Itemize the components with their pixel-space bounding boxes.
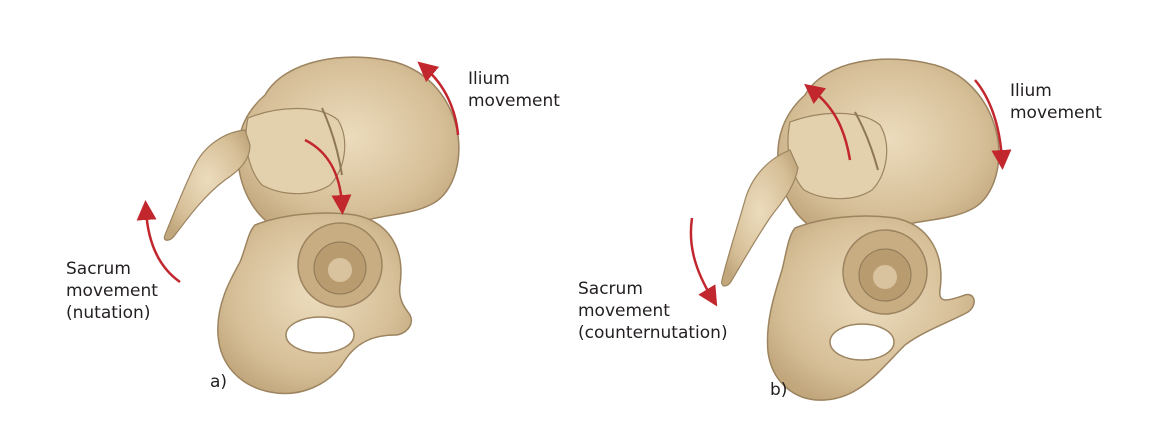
- sacroiliac-joint-b: [854, 111, 879, 171]
- sacrum-arrow-b: [689, 217, 718, 307]
- sacrum-arrow-a: [136, 200, 181, 284]
- sacrum-label-b: Sacrum movement (counternutation): [578, 279, 728, 343]
- ilium-arrow-a: [417, 61, 460, 136]
- pelvis-b: [689, 58, 1012, 401]
- pelvis-a: [136, 56, 460, 395]
- coccyx-a: [163, 129, 251, 241]
- sacroiliac-joint-a: [321, 107, 343, 176]
- obturator-foramen-a: [285, 316, 355, 354]
- ilium-label-b: Ilium movement: [1010, 81, 1102, 123]
- joint-arrow-b: [804, 83, 852, 161]
- sacrum-label-a: Sacrum movement (nutation): [66, 259, 158, 323]
- sacrum-b: [787, 112, 888, 200]
- coccyx-b: [721, 149, 799, 287]
- panel-letter-b: b): [770, 380, 788, 400]
- sacrum-a: [245, 107, 346, 195]
- ilium-arrow-b: [974, 79, 1012, 170]
- panel-letter-a: a): [210, 372, 228, 392]
- joint-arrow-a: [304, 138, 352, 215]
- obturator-foramen-b: [829, 323, 895, 361]
- ilium-label-a: Ilium movement: [468, 69, 560, 111]
